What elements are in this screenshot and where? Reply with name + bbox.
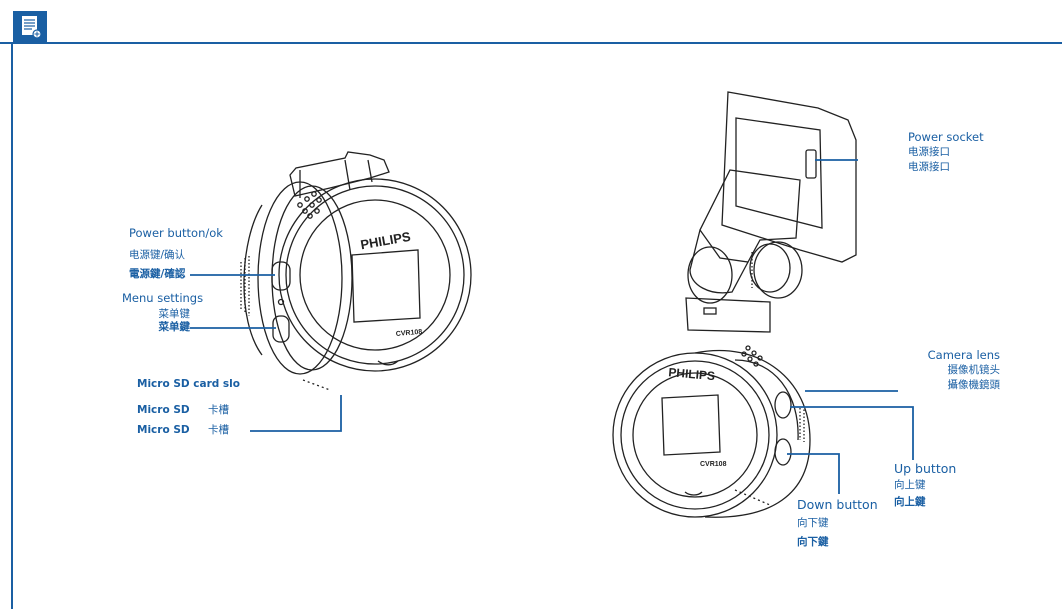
- up-button-label-en: Up button: [894, 461, 957, 476]
- up-button-label-tc: 向上鍵: [894, 496, 926, 508]
- menu-settings-label-tc: 菜单鍵: [158, 321, 191, 333]
- brand-logo-left: PHILIPS: [359, 229, 412, 253]
- power-socket-label-tc: 电源接口: [908, 161, 950, 173]
- power-socket-label-sc: 电源接口: [908, 146, 950, 158]
- menu-settings-label-sc: 菜单键: [158, 308, 191, 320]
- micro-sd-label-sc-a: Micro SD: [137, 404, 190, 416]
- header-bar: [0, 0, 1062, 44]
- up-button-label-sc: 向上键: [894, 479, 926, 491]
- camera-lens-label-tc: 攝像機鏡頭: [947, 379, 1001, 391]
- camera-lens-label-sc: 摄像机镜头: [947, 364, 1001, 376]
- menu-settings-label-en: Menu settings: [122, 291, 204, 305]
- power-button-label-sc: 电源键/确认: [129, 249, 186, 261]
- right-camera-drawing: [612, 91, 857, 518]
- leader-micro-sd: [250, 395, 342, 432]
- leader-down-button: [787, 453, 840, 494]
- camera-lens-label-en: Camera lens: [927, 348, 1000, 362]
- micro-sd-label-tc-b: 卡槽: [208, 424, 229, 436]
- micro-sd-label-sc-b: 卡槽: [208, 404, 229, 416]
- micro-sd-label-tc-a: Micro SD: [137, 424, 190, 436]
- brand-logo-right: PHILIPS: [668, 365, 716, 383]
- model-label-left: CVR108: [396, 329, 423, 338]
- power-socket-label-en: Power socket: [908, 130, 984, 144]
- power-button-label-tc: 電源鍵/確認: [129, 268, 186, 280]
- down-button-label-sc: 向下键: [797, 517, 829, 529]
- down-button-label-tc: 向下鍵: [797, 536, 829, 548]
- document-icon: [13, 11, 47, 42]
- micro-sd-label-en: Micro SD card slo: [137, 378, 240, 390]
- header-divider: [0, 42, 1062, 44]
- power-button-label-en: Power button/ok: [129, 226, 223, 240]
- left-margin-rule: [11, 44, 13, 609]
- leader-up-button: [790, 406, 914, 460]
- left-camera-drawing: [240, 151, 472, 391]
- leader-lines: [190, 159, 914, 494]
- model-label-right: CVR108: [700, 461, 727, 468]
- down-button-label-en: Down button: [797, 497, 878, 512]
